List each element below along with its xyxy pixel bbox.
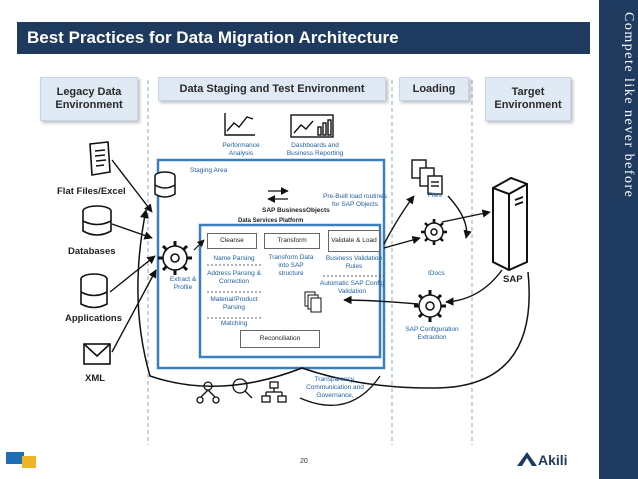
label-performance: Performance Analysis (222, 142, 260, 157)
label-flat-files: Flat Files/Excel (57, 186, 126, 197)
arrow-databases (111, 223, 153, 240)
sap-businessobjects-logo: SAP BusinessObjects (262, 207, 330, 214)
database-icon (80, 273, 108, 309)
label-xml: XML (85, 373, 106, 384)
label-material-parsing: Material/Product Parsing (210, 296, 258, 311)
label-files: Files (428, 192, 442, 199)
chart-icon (224, 113, 255, 136)
label-data-services: Data Services Platform (238, 218, 304, 224)
arrow-flatfiles (111, 159, 153, 213)
label-sap: SAP (503, 274, 523, 285)
label-matching: Matching (220, 320, 248, 327)
staging-area-frame (156, 158, 386, 370)
loading-arrows (383, 195, 491, 249)
arrow-applications (109, 255, 156, 293)
arrow-to-files (383, 195, 415, 245)
header-target: Target Environment (485, 77, 571, 121)
network-icon (196, 381, 220, 404)
page-number: 20 (300, 458, 308, 465)
label-pre-built: Pre-Built load routines for SAP Objects (323, 193, 387, 208)
arrow-config-feedback (343, 295, 419, 305)
label-idocs: IDocs (428, 270, 445, 277)
side-tagline-strip: Compete like never before (599, 0, 638, 479)
label-applications: Applications (65, 313, 123, 324)
label-dashboards: Dashboards and Business Reporting (286, 142, 344, 157)
label-extract-profile: Extract & Profile (169, 276, 197, 291)
governance-curve (299, 375, 381, 406)
akili-logo-icon (517, 452, 537, 466)
label-name-parsing: Name Parsing (213, 255, 255, 262)
title-bar: Best Practices for Data Migration Archit… (17, 22, 590, 54)
label-auto-config: Automatic SAP Config Validation (319, 280, 385, 295)
database-icon (82, 205, 112, 236)
arrow-files-to-sap (447, 195, 472, 239)
dashboard-icon (290, 114, 334, 138)
label-databases: Databases (68, 246, 116, 257)
gear-icon (421, 219, 447, 245)
header-loading: Loading (399, 77, 469, 101)
stacked-documents-icon (411, 159, 443, 195)
gear-icon (414, 290, 446, 322)
network-icon (232, 378, 253, 399)
source-arrows (109, 159, 157, 353)
box-reconciliation: Reconciliation (240, 330, 320, 348)
akili-brand: Akili (538, 452, 568, 468)
label-business-rules: Business Validation Rules (325, 255, 383, 270)
box-validate: Validate & Load (328, 230, 380, 252)
arrow-xml (111, 269, 157, 353)
reconciliation-loop (137, 209, 530, 389)
label-governance: Transparency, Communication and Governan… (306, 376, 364, 399)
arrow-sap-to-config (445, 269, 503, 306)
svg-text:Compete like never before: Compete like never before (621, 12, 636, 198)
header-legacy: Legacy Data Environment (40, 77, 138, 121)
sap-badge-logo (6, 452, 36, 468)
stacked-documents-icon (304, 291, 322, 313)
label-address-parsing: Address Parsing & Correction (207, 270, 261, 285)
arrow-idocs-to-sap (441, 209, 491, 223)
box-transform: Transform (264, 233, 320, 249)
network-icon (261, 381, 287, 403)
side-tagline: Compete like never before (621, 12, 636, 198)
server-icon (492, 176, 528, 272)
subitem-dividers (207, 264, 384, 319)
data-services-frame (198, 223, 382, 359)
header-staging: Data Staging and Test Environment (158, 77, 386, 101)
envelope-icon (83, 343, 111, 365)
database-icon (154, 171, 176, 198)
arrows-icon (267, 187, 289, 203)
label-sap-config: SAP Configuration Extraction (405, 326, 459, 341)
slide-title: Best Practices for Data Migration Archit… (27, 28, 399, 47)
label-transform-data: Transform Data into SAP structure (268, 254, 314, 277)
arrow-to-idocs (383, 235, 421, 249)
document-icon (89, 141, 111, 176)
box-cleanse: Cleanse (207, 233, 257, 249)
sap-badge-text: SAP (8, 465, 21, 471)
arrow-extract (193, 239, 205, 251)
gear-icon (158, 241, 192, 275)
label-staging-area: Staging Area (190, 167, 228, 174)
